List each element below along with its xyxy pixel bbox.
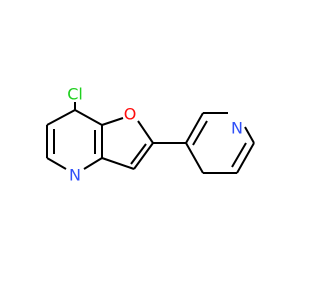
fused-pyridine-nitrogen-label: N: [69, 166, 81, 185]
chlorine-label: Cl: [67, 85, 83, 104]
bond-py-1: [185, 112, 204, 144]
furan-oxygen-label: O: [124, 105, 137, 124]
bond-py-1-inner: [192, 120, 208, 146]
bond-o1-c2: [137, 120, 154, 144]
bond-n4-c3a: [83, 157, 103, 170]
structure-diagram: Cl O N N: [46, 85, 255, 185]
bond-c2-c3-inner: [130, 143, 147, 165]
bond-c2-c3: [133, 142, 154, 170]
bond-py-4: [236, 142, 255, 174]
bond-c7-c7a: [74, 109, 103, 126]
pendant-pyridine-nitrogen-label: N: [231, 119, 243, 138]
bond-py-6: [185, 142, 204, 174]
molecule-canvas: Cl O N N: [46, 85, 255, 185]
bond-c5-n4: [46, 157, 67, 170]
bond-py-4-inner: [231, 142, 247, 168]
bond-c7-c6: [46, 109, 76, 126]
bond-c7a-o1: [101, 117, 124, 126]
bond-c3-c3a: [101, 157, 135, 170]
bond-py-3: [244, 126, 255, 144]
